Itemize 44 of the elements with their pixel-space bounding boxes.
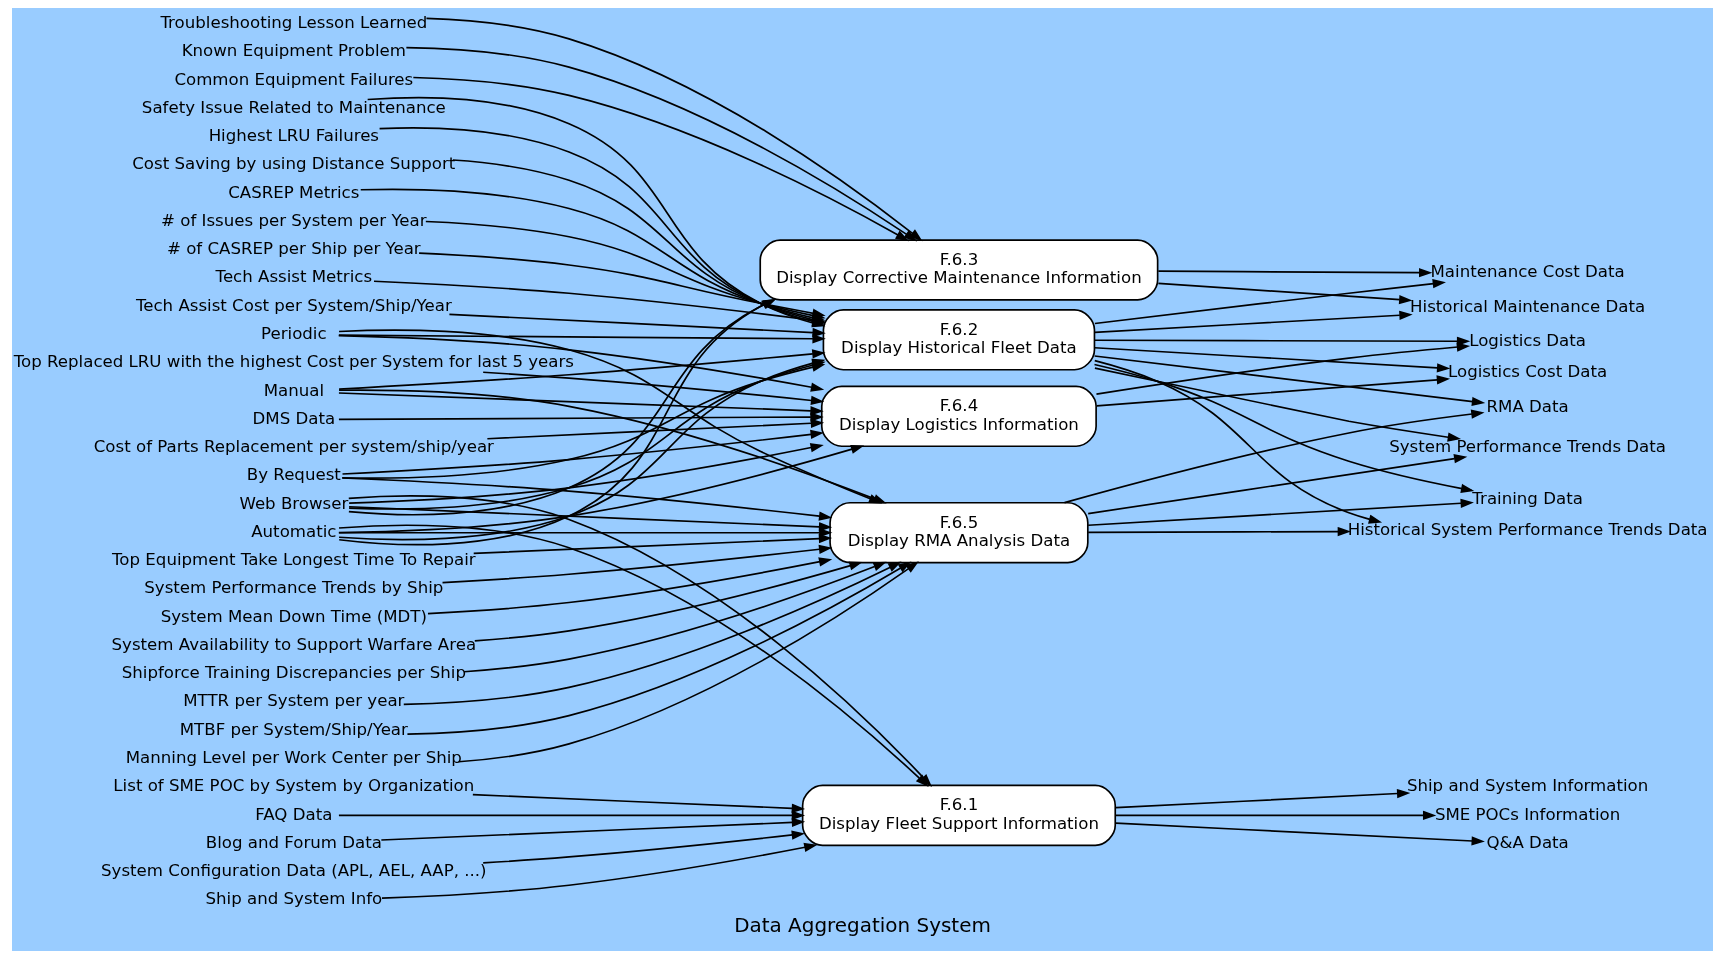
node-text: Web Browser xyxy=(239,493,349,513)
node-text: DMS Data xyxy=(252,408,336,428)
caption: Data Aggregation System xyxy=(734,912,991,937)
node-text: System Configuration Data (APL, AEL, AAP, ...) xyxy=(101,861,487,881)
node-text: Manual xyxy=(263,380,325,400)
node-text: Ship and System Information xyxy=(1406,776,1649,796)
node-text: Cost of Parts Replacement per system/ship/year xyxy=(93,437,494,457)
node-text: System Mean Down Time (MDT) xyxy=(160,606,427,626)
node-text: Known Equipment Problem xyxy=(181,41,406,61)
node-text: Automatic xyxy=(251,521,337,541)
node-text: Q&A Data xyxy=(1486,832,1569,852)
node-text: MTBF per System/Ship/Year xyxy=(179,719,408,739)
node-text: # of Issues per System per Year xyxy=(161,210,427,230)
node-text: Tech Assist Cost per System/Ship/Year xyxy=(135,295,452,315)
node-text: System Availability to Support Warfare Area xyxy=(111,634,477,654)
node-text: Ship and System Info xyxy=(205,889,383,909)
node-text: System Performance Trends Data xyxy=(1389,437,1666,457)
node-text: RMA Data xyxy=(1486,397,1569,417)
node-text: Blog and Forum Data xyxy=(205,832,382,852)
node-text: List of SME POC by System by Organization xyxy=(113,776,475,796)
node-text: MTTR per System per year xyxy=(183,691,405,711)
node-text: System Performance Trends by Ship xyxy=(144,578,444,598)
node-text: Cost Saving by using Distance Support xyxy=(132,154,456,174)
node-text: Historical System Performance Trends Data xyxy=(1347,520,1708,540)
node-text: Top Replaced LRU with the highest Cost per System for last 5 years xyxy=(13,352,574,372)
node-text: Logistics Data xyxy=(1469,330,1586,350)
node-text: FAQ Data xyxy=(255,804,333,824)
node-text: Training Data xyxy=(1472,488,1583,508)
node-text: Manning Level per Work Center per Ship xyxy=(125,748,462,767)
node-text: Shipforce Training Discrepancies per Ship xyxy=(121,663,466,683)
node-text: # of CASREP per Ship per Year xyxy=(166,239,421,259)
node-text: Maintenance Cost Data xyxy=(1430,262,1625,282)
node-text: Highest LRU Failures xyxy=(208,126,380,146)
node-text: Common Equipment Failures xyxy=(174,69,414,89)
node-text: Troubleshooting Lesson Learned xyxy=(160,13,428,33)
node-text: Top Equipment Take Longest Time To Repair xyxy=(112,550,476,570)
node-text: CASREP Metrics xyxy=(228,182,360,202)
node-text: Safety Issue Related to Maintenance xyxy=(141,97,446,117)
node-text: SME POCs Information xyxy=(1434,804,1621,824)
node-text: By Request xyxy=(246,465,341,485)
node-text: Logistics Cost Data xyxy=(1448,362,1608,382)
node-text: Periodic xyxy=(261,324,327,343)
node-text: Historical Maintenance Data xyxy=(1410,297,1646,317)
node-text: Tech Assist Metrics xyxy=(215,267,373,287)
